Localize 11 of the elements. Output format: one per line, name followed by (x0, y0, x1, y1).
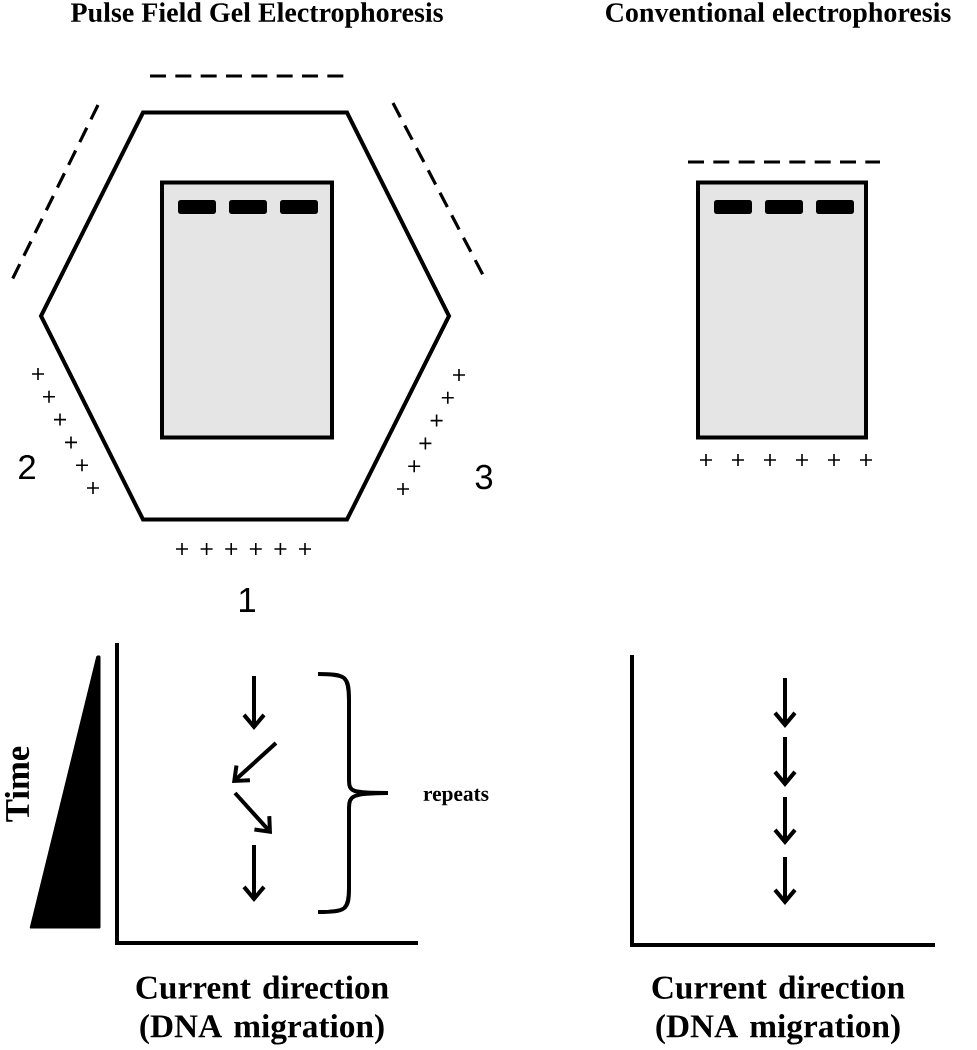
electrode-number: 1 (240, 588, 255, 612)
title: Conventional electrophoresis (606, 2, 951, 28)
axis-label: Current direction (DNA migration) (652, 975, 905, 1045)
axis-label: Current direction (DNA migration) (136, 975, 389, 1045)
gel-box (160, 180, 334, 440)
electrode-number: 3 (475, 464, 493, 490)
gel-box (696, 180, 868, 440)
time-wedge (29, 655, 101, 929)
electrode-number: 2 (19, 454, 35, 480)
bracket-label: repeats (423, 788, 489, 806)
title: Pulse Field Gel Electrophoresis (70, 2, 443, 28)
